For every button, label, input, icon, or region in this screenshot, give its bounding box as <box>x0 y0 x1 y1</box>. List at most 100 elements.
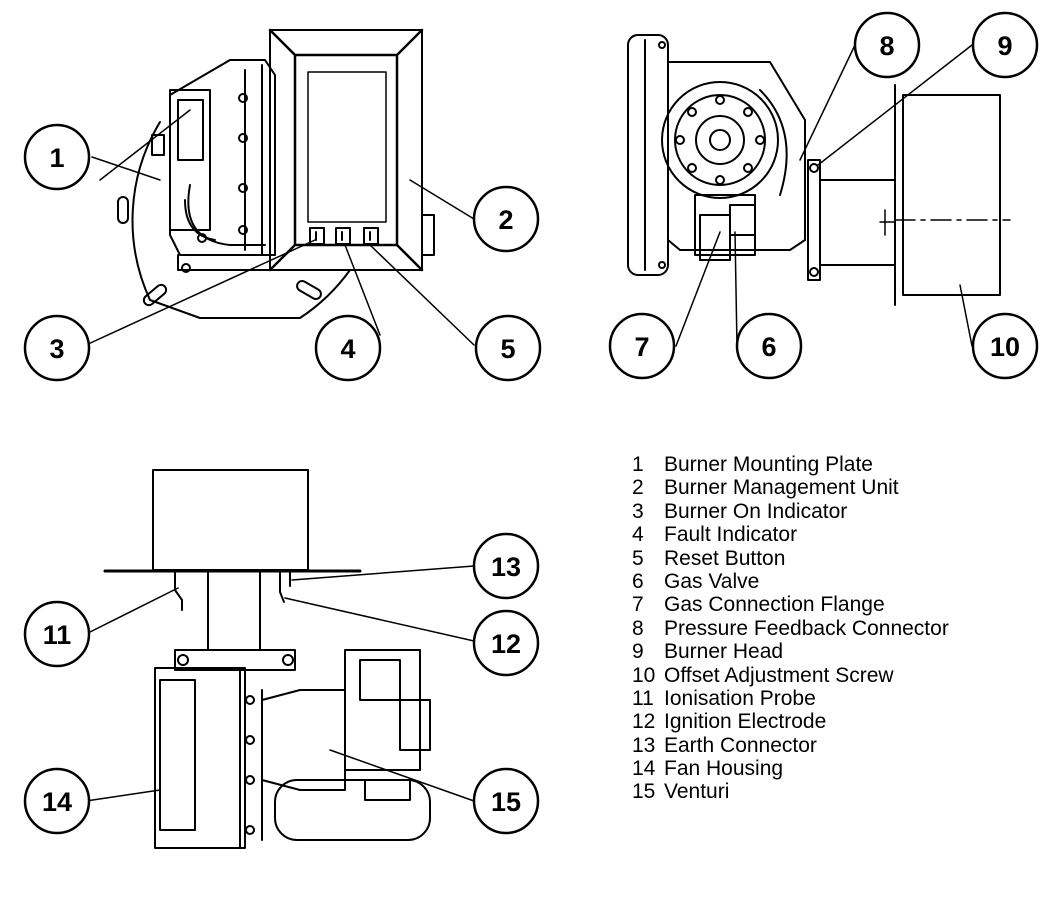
legend-item: 6 Gas Valve <box>632 570 949 593</box>
callout-10: 10 <box>971 312 1039 380</box>
callout-14: 14 <box>23 767 91 835</box>
reset-button <box>363 227 379 245</box>
callout-circle <box>23 767 91 835</box>
legend-label: Gas Connection Flange <box>664 593 885 617</box>
callout-circle <box>23 123 91 191</box>
legend-label: Burner Head <box>664 640 784 664</box>
callout-2: 2 <box>472 185 540 253</box>
legend-label: Burner Management Unit <box>664 476 899 500</box>
callout-7: 7 <box>608 312 676 380</box>
view-front <box>99 28 435 319</box>
legend-item: 13 Earth Connector <box>632 734 949 757</box>
callout-number: 9 <box>997 31 1012 61</box>
legend-number: 1 <box>632 453 644 476</box>
callout-number: 11 <box>43 620 72 650</box>
legend-number: 9 <box>632 640 644 664</box>
callout-circle <box>608 312 676 380</box>
legend-number: 12 <box>632 710 656 734</box>
legend-number: 8 <box>632 616 644 640</box>
burner-on-indicator <box>309 227 325 245</box>
callout-circle <box>472 185 540 253</box>
legend-number: 2 <box>632 476 644 500</box>
view-top <box>103 469 431 849</box>
callout-circle <box>472 532 540 600</box>
callout-number: 8 <box>879 31 894 61</box>
callout-number: 4 <box>340 334 355 364</box>
callout-circle <box>23 600 91 668</box>
legend-item: 12 Ignition Electrode <box>632 710 949 733</box>
callout-8: 8 <box>853 11 921 79</box>
callout-4: 4 <box>314 314 382 382</box>
callout-number: 3 <box>49 334 64 364</box>
callout-15: 15 <box>472 767 540 835</box>
legend-number: 4 <box>632 523 644 547</box>
legend-label: Offset Adjustment Screw <box>664 663 894 687</box>
legend: 1 Burner Mounting Plate 2 Burner Management… <box>632 453 949 804</box>
callout-circle <box>971 11 1039 79</box>
ionisation-probe <box>174 571 183 611</box>
burner-head-top <box>152 469 309 571</box>
callout-5: 5 <box>474 314 542 382</box>
legend-item: 15 Venturi <box>632 780 949 803</box>
callout-9: 9 <box>971 11 1039 79</box>
callout-12: 12 <box>472 609 540 677</box>
controller-box <box>269 29 423 271</box>
legend-item: 1 Burner Mounting Plate <box>632 453 949 476</box>
mounting-plate <box>131 121 351 319</box>
legend-item: 8 Pressure Feedback Connector <box>632 617 949 640</box>
callout-13: 13 <box>472 532 540 600</box>
legend-number: 6 <box>632 569 644 593</box>
callout-circle <box>23 314 91 382</box>
callout-number: 12 <box>491 629 521 659</box>
callout-circle <box>472 609 540 677</box>
callout-1: 1 <box>23 123 91 191</box>
callout-circle <box>314 314 382 382</box>
callout-circle <box>853 11 921 79</box>
legend-label: Reset Button <box>664 546 786 570</box>
callout-circle <box>971 312 1039 380</box>
legend-number: 10 <box>632 663 656 687</box>
fan-housing <box>154 667 246 849</box>
legend-item: 10 Offset Adjustment Screw <box>632 664 949 687</box>
fault-indicator <box>335 227 351 245</box>
legend-item: 2 Burner Management Unit <box>632 476 949 499</box>
callout-leaders <box>85 44 973 802</box>
legend-number: 15 <box>632 780 656 804</box>
legend-item: 5 Reset Button <box>632 547 949 570</box>
callout-11: 11 <box>23 600 91 668</box>
callout-number: 13 <box>491 552 521 582</box>
legend-number: 3 <box>632 499 644 523</box>
callout-circle <box>735 312 803 380</box>
legend-item: 7 Gas Connection Flange <box>632 593 949 616</box>
legend-label: Venturi <box>664 780 730 804</box>
legend-number: 13 <box>632 733 656 757</box>
legend-number: 14 <box>632 757 656 781</box>
ignition-electrode <box>279 571 285 603</box>
legend-label: Burner Mounting Plate <box>664 453 873 476</box>
legend-label: Earth Connector <box>664 733 817 757</box>
legend-label: Pressure Feedback Connector <box>664 616 949 640</box>
legend-item: 9 Burner Head <box>632 640 949 663</box>
callout-number: 10 <box>990 332 1020 362</box>
view-side <box>627 34 1011 306</box>
callout-number: 15 <box>491 787 521 817</box>
callout-number: 5 <box>500 334 515 364</box>
legend-number: 11 <box>632 686 654 710</box>
venturi <box>261 689 346 791</box>
legend-label: Gas Valve <box>664 569 760 593</box>
callout-circle <box>474 314 542 382</box>
callout-number: 6 <box>761 332 776 362</box>
legend-number: 7 <box>632 593 644 617</box>
callout-3: 3 <box>23 314 91 382</box>
callout-number: 7 <box>634 332 649 362</box>
legend-label: Ignition Electrode <box>664 710 827 734</box>
legend-number: 5 <box>632 546 644 570</box>
callout-number: 14 <box>42 787 72 817</box>
callout-circle <box>472 767 540 835</box>
burner-head <box>902 94 1001 296</box>
